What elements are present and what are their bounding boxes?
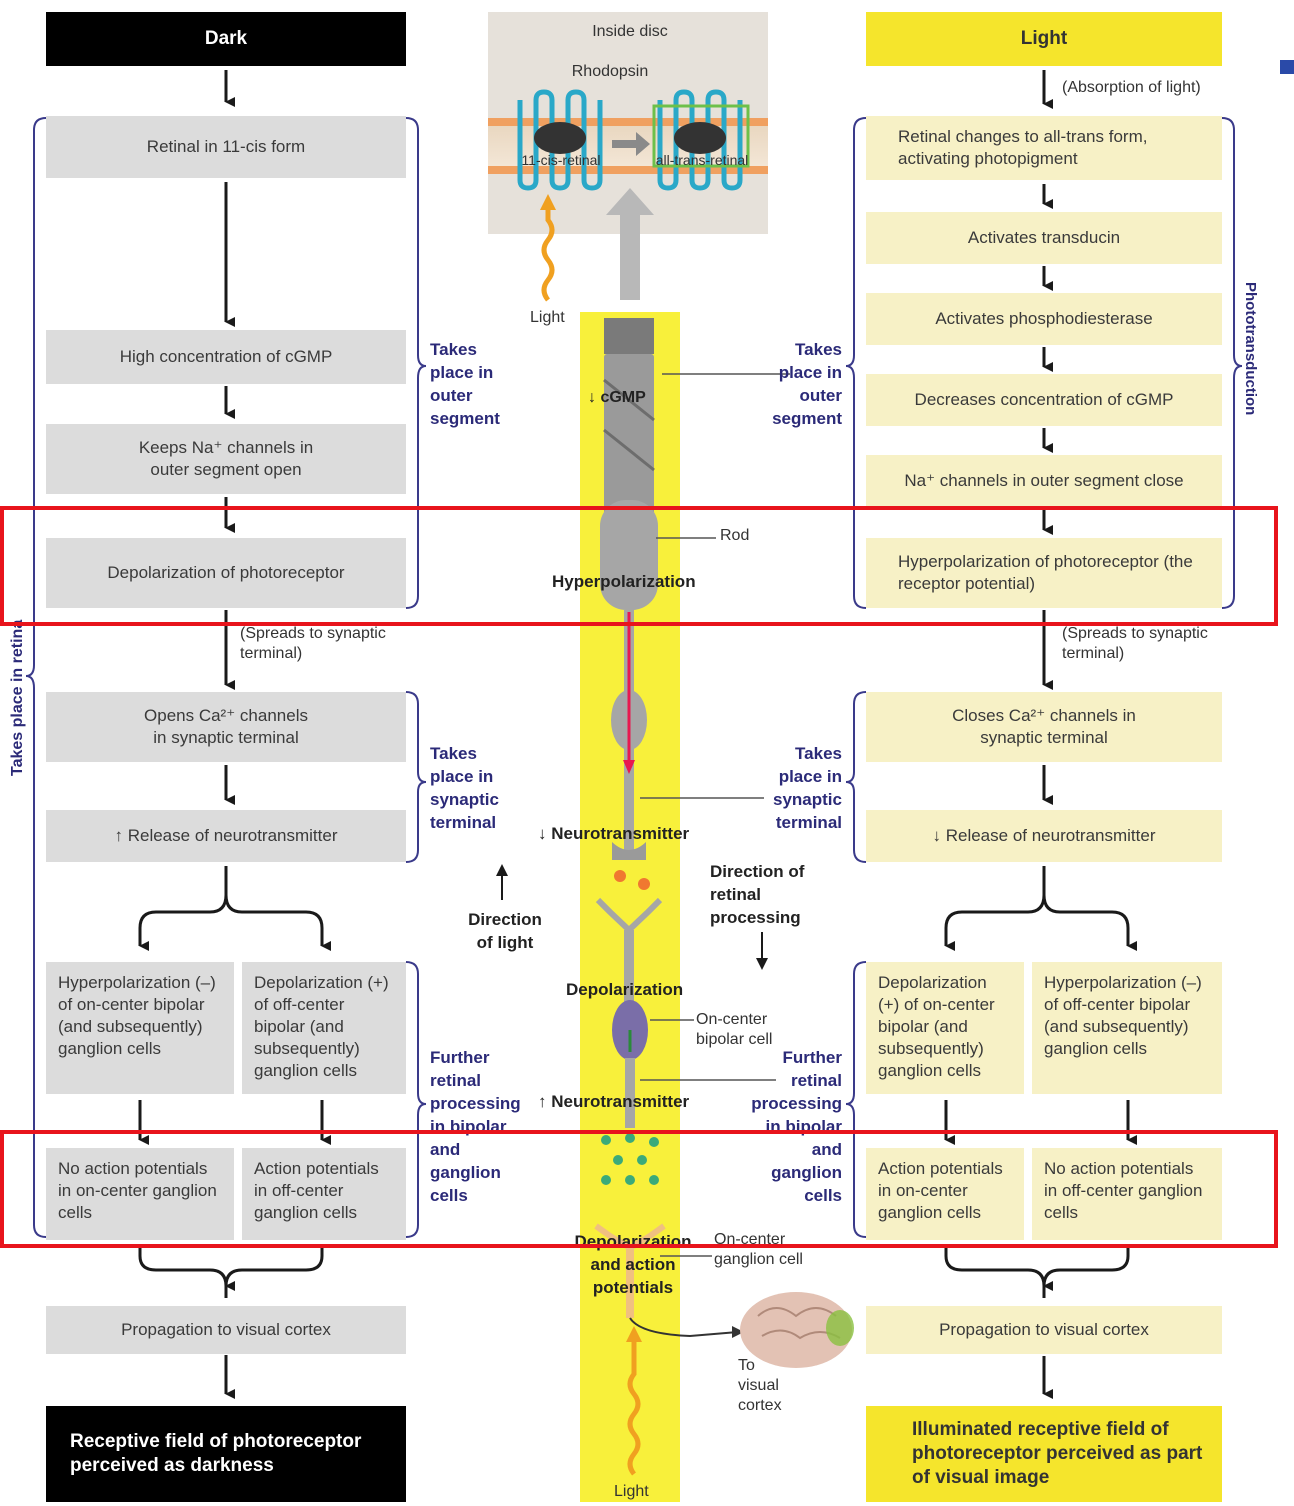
light-step-release-down: ↓ Release of neurotransmitter [866,810,1222,862]
light-branch-off-center: Hyperpolarization (–) of off-center bipo… [1032,962,1222,1094]
light-result-on-center: Action potentials in on-center ganglion … [866,1148,1024,1240]
dark-branch-on-center: Hyperpolarization (–) of on-center bipol… [46,962,234,1094]
trans-retinal-label: all-trans-retinal [655,152,749,168]
cgmp-label: ↓ cGMP [588,389,646,406]
right-outer-segment-label: Takes place in outer segment [772,340,842,428]
dark-merge-brace [138,1244,324,1298]
light-propagation: Propagation to visual cortex [866,1306,1222,1354]
light-result-off-center: No action potentials in off-center gangl… [1032,1148,1222,1240]
light-step-na-close: Na⁺ channels in outer segment close [866,455,1222,507]
dark-final-perception: Receptive field of photoreceptor perceiv… [46,1406,406,1502]
highlight-receptor-potential-row [0,506,1278,626]
dark-step-ca-open: Opens Ca²⁺ channels in synaptic terminal [46,692,406,762]
rhodopsin-label: Rhodopsin [571,63,649,80]
light-top-label: Light [530,309,565,326]
dark-step-release-up: ↑ Release of neurotransmitter [46,810,406,862]
dark-step-depolarization: Depolarization of photoreceptor [46,538,406,608]
light-step-transducin: Activates transducin [866,212,1222,264]
inside-disc-label: Inside disc [592,23,668,40]
dark-propagation: Propagation to visual cortex [46,1306,406,1354]
to-visual-cortex-label: To visual cortex [738,1357,782,1414]
rhodopsin-trans-icon [652,89,750,191]
left-synaptic-label: Takes place in synaptic terminal [430,744,499,832]
light-step-all-trans: Retinal changes to all-trans form, activ… [866,116,1222,180]
dark-branch-off-center: Depolarization (+) of off-center bipolar… [242,962,406,1094]
depolarization-label: Depolarization [566,980,684,999]
right-synaptic-label: Takes place in synaptic terminal [773,744,842,832]
dark-result-off-center: Action potentials in off-center ganglion… [242,1148,406,1240]
dark-step-retinal-cis: Retinal in 11-cis form [46,116,406,178]
light-branch-on-center: Depolarization (+) of on-center bipolar … [866,962,1024,1094]
dark-step-high-cgmp: High concentration of cGMP [46,330,406,384]
page-marker [1280,60,1294,74]
disc-up-arrow [606,188,654,300]
light-header: Light [866,12,1222,66]
dark-spread-note: (Spreads to synaptic terminal) [240,625,386,662]
on-center-ganglion-label: On-center ganglion cell [714,1231,803,1268]
conversion-arrow [612,132,650,156]
light-bottom-label: Light [614,1483,649,1500]
dark-split-brace [138,866,228,951]
light-split-brace [944,866,1046,951]
light-step-hyperpolarization: Hyperpolarization of photoreceptor (the … [866,538,1222,608]
highlight-action-potential-row [0,1130,1278,1248]
light-absorption-note: (Absorption of light) [1062,79,1201,96]
light-wave-top-icon [541,206,555,302]
direction-processing-label: Direction of retinal processing [710,862,805,927]
neurotransmitter-dots-green [601,1133,659,1185]
region-brackets [25,117,1243,1238]
light-wave-bottom-icon [627,1338,641,1476]
dark-header: Dark [46,12,406,66]
light-step-ca-close: Closes Ca²⁺ channels in synaptic termina… [866,692,1222,762]
brain-icon [740,1292,854,1368]
dark-step-na-open: Keeps Na⁺ channels in outer segment open [46,424,406,494]
rhodopsin-11cis-icon [517,89,603,191]
dark-result-on-center: No action potentials in on-center gangli… [46,1148,234,1240]
bipolar-cell-illustration [595,897,663,1128]
phototransduction-side-label: Phototransduction [1242,282,1259,416]
cis-retinal-label: 11-cis-retinal [521,152,601,168]
light-step-decrease-cgmp: Decreases concentration of cGMP [866,374,1222,426]
light-final-perception: Illuminated receptive field of photorece… [866,1406,1222,1502]
light-step-phosphodiesterase: Activates phosphodiesterase [866,293,1222,345]
left-outer-segment-label: Takes place in outer segment [430,340,500,428]
ganglion-cell-illustration [594,1223,744,1338]
hyperpolarization-label: Hyperpolarization [552,572,696,591]
on-center-bipolar-label: On-center bipolar cell [696,1011,773,1048]
rod-label: Rod [720,527,750,544]
light-merge-brace [944,1244,1130,1298]
light-spread-note: (Spreads to synaptic terminal) [1062,625,1208,662]
neurotransmitter-down-label: ↓ Neurotransmitter [538,824,690,843]
direction-light-label: Direction of light [468,910,542,952]
neurotransmitter-up-label: ↑ Neurotransmitter [538,1092,690,1111]
